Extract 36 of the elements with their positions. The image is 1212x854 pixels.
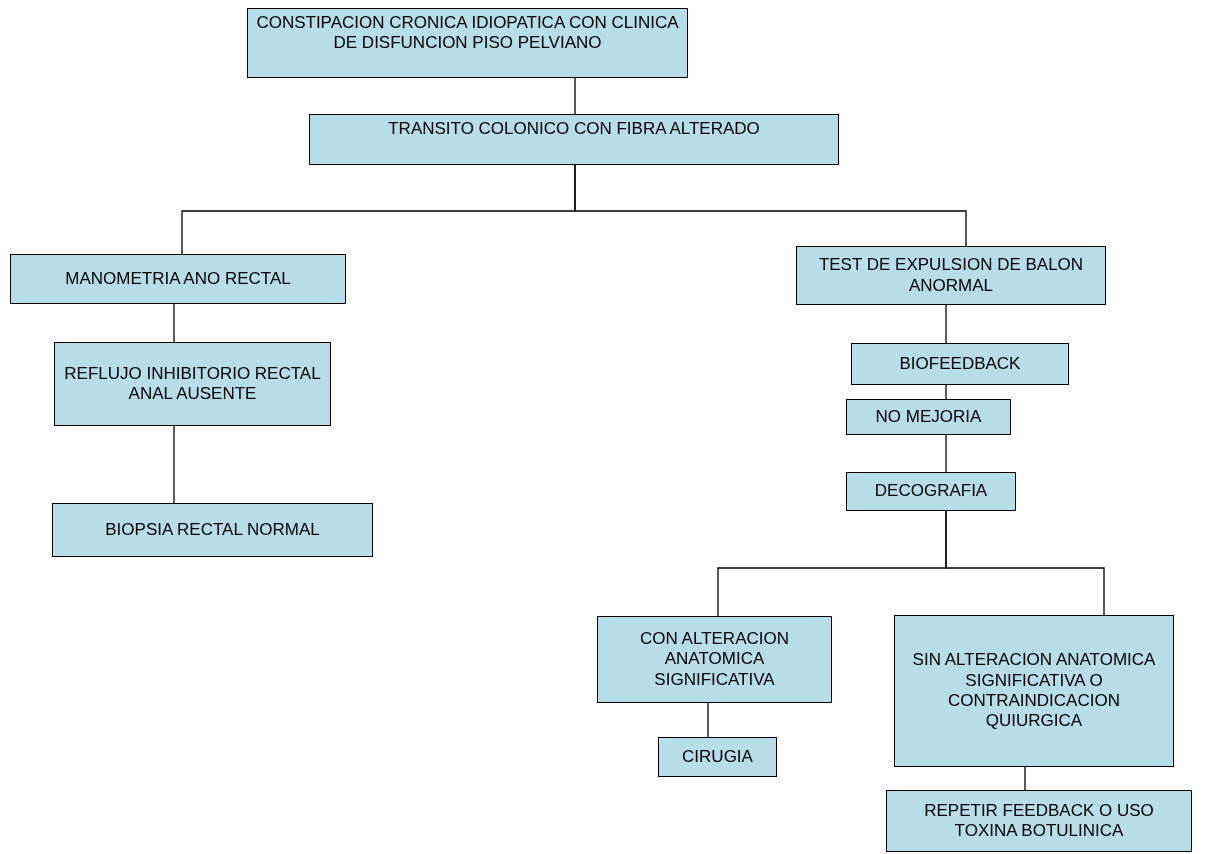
connector-line — [945, 510, 1105, 616]
process-box — [247, 8, 688, 78]
process-box — [658, 737, 777, 777]
box-label: REPETIR FEEDBACK O USO TOXINA BOTULINICA — [923, 800, 1155, 842]
box-label: BIOFEEDBACK — [899, 353, 1021, 375]
connector-line — [574, 77, 576, 115]
connector-line — [945, 384, 947, 400]
box-label: DECOGRAFIA — [874, 481, 988, 502]
process-box — [851, 343, 1069, 385]
process-box — [886, 790, 1192, 852]
connector-line — [173, 303, 175, 343]
connector-line — [707, 702, 709, 738]
box-label: BIOPSIA RECTAL NORMAL — [105, 519, 320, 541]
process-box — [52, 503, 373, 557]
process-box — [10, 254, 346, 304]
process-box — [54, 342, 331, 426]
process-box — [309, 114, 839, 165]
box-label: SIN ALTERACION ANATOMICA SIGNIFICATIVA O CONTRAINDICACION QUIURGICA — [911, 650, 1157, 732]
connector-line — [945, 434, 947, 473]
process-box — [894, 615, 1174, 767]
box-label: NO MEJORIA — [875, 406, 982, 428]
connector-line — [945, 304, 947, 344]
box-label: CON ALTERACION ANATOMICA SIGNIFICATIVA — [639, 628, 790, 691]
box-label: TEST DE EXPULSION DE BALON ANORMAL — [817, 255, 1085, 296]
connector-line — [1024, 766, 1026, 791]
process-box — [846, 399, 1011, 435]
box-label: TRANSITO COLONICO CON FIBRA ALTERADO — [388, 119, 760, 140]
box-label: MANOMETRIA ANO RECTAL — [65, 268, 291, 290]
process-box — [796, 246, 1106, 305]
connector-line — [574, 164, 967, 247]
box-label: CIRUGIA — [682, 746, 753, 768]
box-label: REFLUJO INHIBITORIO RECTAL ANAL AUSENTE — [63, 363, 322, 405]
box-label: CONSTIPACION CRONICA IDIOPATICA CON CLINICA DE DISFUNCION PISO PELVIANO — [255, 13, 680, 54]
process-box — [597, 616, 832, 703]
process-box — [846, 472, 1016, 511]
connector-line — [173, 425, 175, 504]
